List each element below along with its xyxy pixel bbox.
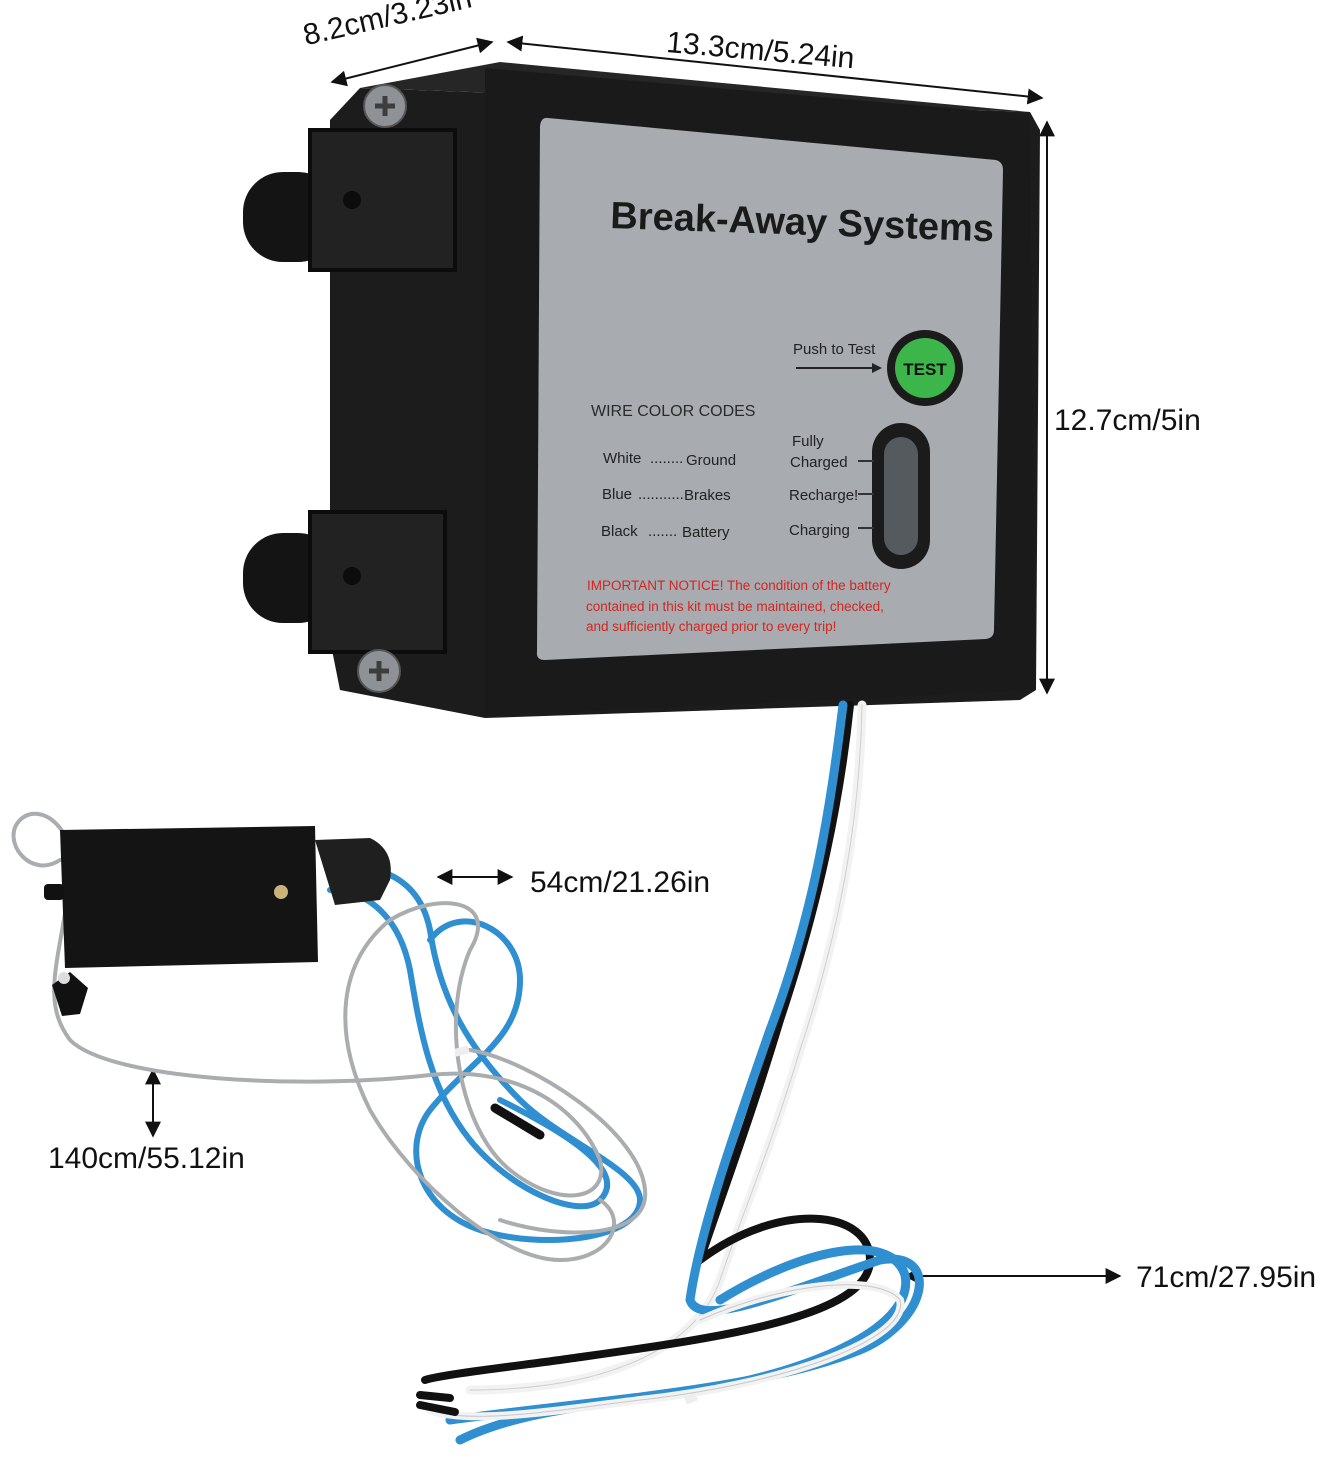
lanyard-dimension-label: 140cm/55.12in <box>48 1142 245 1175</box>
switch-cable-dimension-label: 54cm/21.26in <box>530 866 711 899</box>
wire-code-color: Black <box>601 523 638 540</box>
indicator-charging-label: Charging <box>789 522 850 539</box>
height-dimension-label: 12.7cm/5in <box>1054 404 1201 437</box>
wire-code-function: Ground <box>686 452 736 469</box>
depth-dimension-line <box>330 37 494 87</box>
arrow-right-icon <box>796 363 882 373</box>
wire-codes-heading: WIRE COLOR CODES <box>591 403 755 420</box>
screw-icon <box>363 84 407 128</box>
indicator-charged-label: Charged <box>790 454 848 471</box>
notice-line: contained in this kit must be maintained… <box>586 599 884 614</box>
screw-icon <box>357 649 401 693</box>
dimension-lines <box>145 35 1122 1284</box>
indicator-fully-label: Fully <box>792 433 824 450</box>
wire-code-dots: ....... <box>648 523 677 540</box>
wire-lead <box>416 700 924 1445</box>
wire-code-color: White <box>603 450 641 467</box>
test-button-label: TEST <box>903 360 947 379</box>
notice-line: and sufficiently charged prior to every … <box>586 619 836 634</box>
wire-code-color: Blue <box>602 486 632 503</box>
wire-code-dots: ........ <box>650 450 683 467</box>
wire-codes-list: White ........ Ground Blue ........... B… <box>601 450 736 541</box>
breakaway-switch <box>11 811 698 1405</box>
wire-lead-dimension-label: 71cm/27.95in <box>1136 1261 1317 1294</box>
test-button[interactable]: TEST <box>887 330 963 406</box>
push-to-test-label: Push to Test <box>793 341 876 358</box>
wire-code-dots: ........... <box>638 486 684 503</box>
indicator-recharge-label: Recharge! <box>789 487 858 504</box>
notice-line: IMPORTANT NOTICE! The condition of the b… <box>587 578 891 593</box>
width-dimension-line <box>506 35 1044 105</box>
lanyard-clip-icon <box>52 972 88 1016</box>
important-notice: IMPORTANT NOTICE! The condition of the b… <box>586 578 891 634</box>
wire-code-function: Brakes <box>684 487 731 504</box>
wire-code-function: Battery <box>682 524 730 541</box>
charge-indicator <box>858 423 930 569</box>
